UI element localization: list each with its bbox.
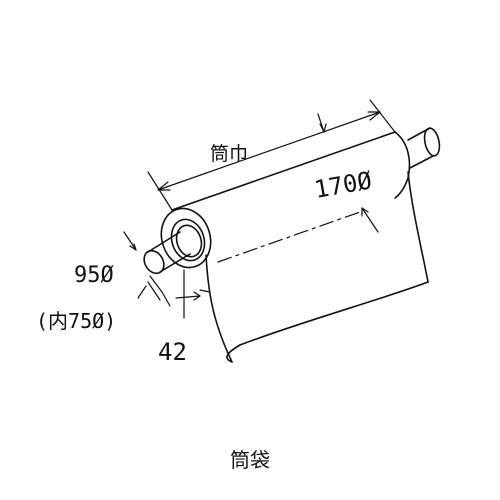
diagram-caption: 筒袋 xyxy=(230,448,270,472)
core-pipe-left xyxy=(143,231,191,275)
diameter-leader-170 xyxy=(361,207,379,233)
center-line xyxy=(217,211,361,263)
outer-diameter-label: 170Ø xyxy=(312,166,374,204)
roll-body xyxy=(160,131,429,363)
core-outer-diameter-label: 95Ø xyxy=(74,263,114,288)
width-label: 筒巾 xyxy=(210,143,248,165)
width-dimension xyxy=(147,99,396,211)
core-inner-diameter-label: (内75Ø) xyxy=(36,309,116,333)
core-dimension-leaders xyxy=(123,231,211,319)
core-pipe-right xyxy=(407,127,441,169)
core-wall-label: 42 xyxy=(158,338,187,366)
